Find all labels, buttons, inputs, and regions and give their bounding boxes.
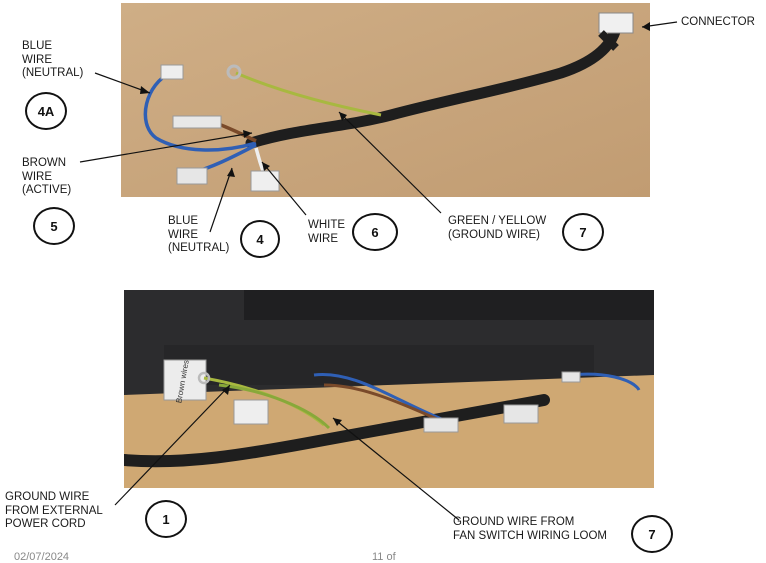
bottom-installation-photo: Brown wires xyxy=(124,290,654,488)
badge-5: 5 xyxy=(33,207,75,245)
badge-1: 1 xyxy=(145,500,187,538)
badge-6: 6 xyxy=(352,213,398,251)
badge-7-bottom: 7 xyxy=(631,515,673,553)
white-wire-label: WHITE WIRE xyxy=(308,219,346,245)
ground-wire-loom-label: GROUND WIRE FROM FAN SWITCH WIRING LOOM xyxy=(453,516,607,542)
footer-page: 11 of xyxy=(372,551,396,563)
fan-installation-image: Brown wires xyxy=(124,290,654,488)
blue-wire-neutral-label-top: BLUE WIRE (NEUTRAL) xyxy=(22,40,84,79)
top-wiring-photo xyxy=(121,3,650,197)
brown-wire-active-label: BROWN WIRE (ACTIVE) xyxy=(22,157,72,196)
blue-wire-neutral-label-bottom: BLUE WIRE (NEUTRAL) xyxy=(168,215,230,254)
badge-4a: 4A xyxy=(25,92,67,130)
badge-4: 4 xyxy=(240,220,280,258)
badge-7-top: 7 xyxy=(562,213,604,251)
ground-wire-external-label: GROUND WIRE FROM EXTERNAL POWER CORD xyxy=(5,491,103,530)
wiring-harness-image xyxy=(121,3,650,197)
green-yellow-label: GREEN / YELLOW (GROUND WIRE) xyxy=(448,215,547,241)
connector-label: CONNECTOR xyxy=(681,16,755,28)
footer-date: 02/07/2024 xyxy=(14,551,70,563)
